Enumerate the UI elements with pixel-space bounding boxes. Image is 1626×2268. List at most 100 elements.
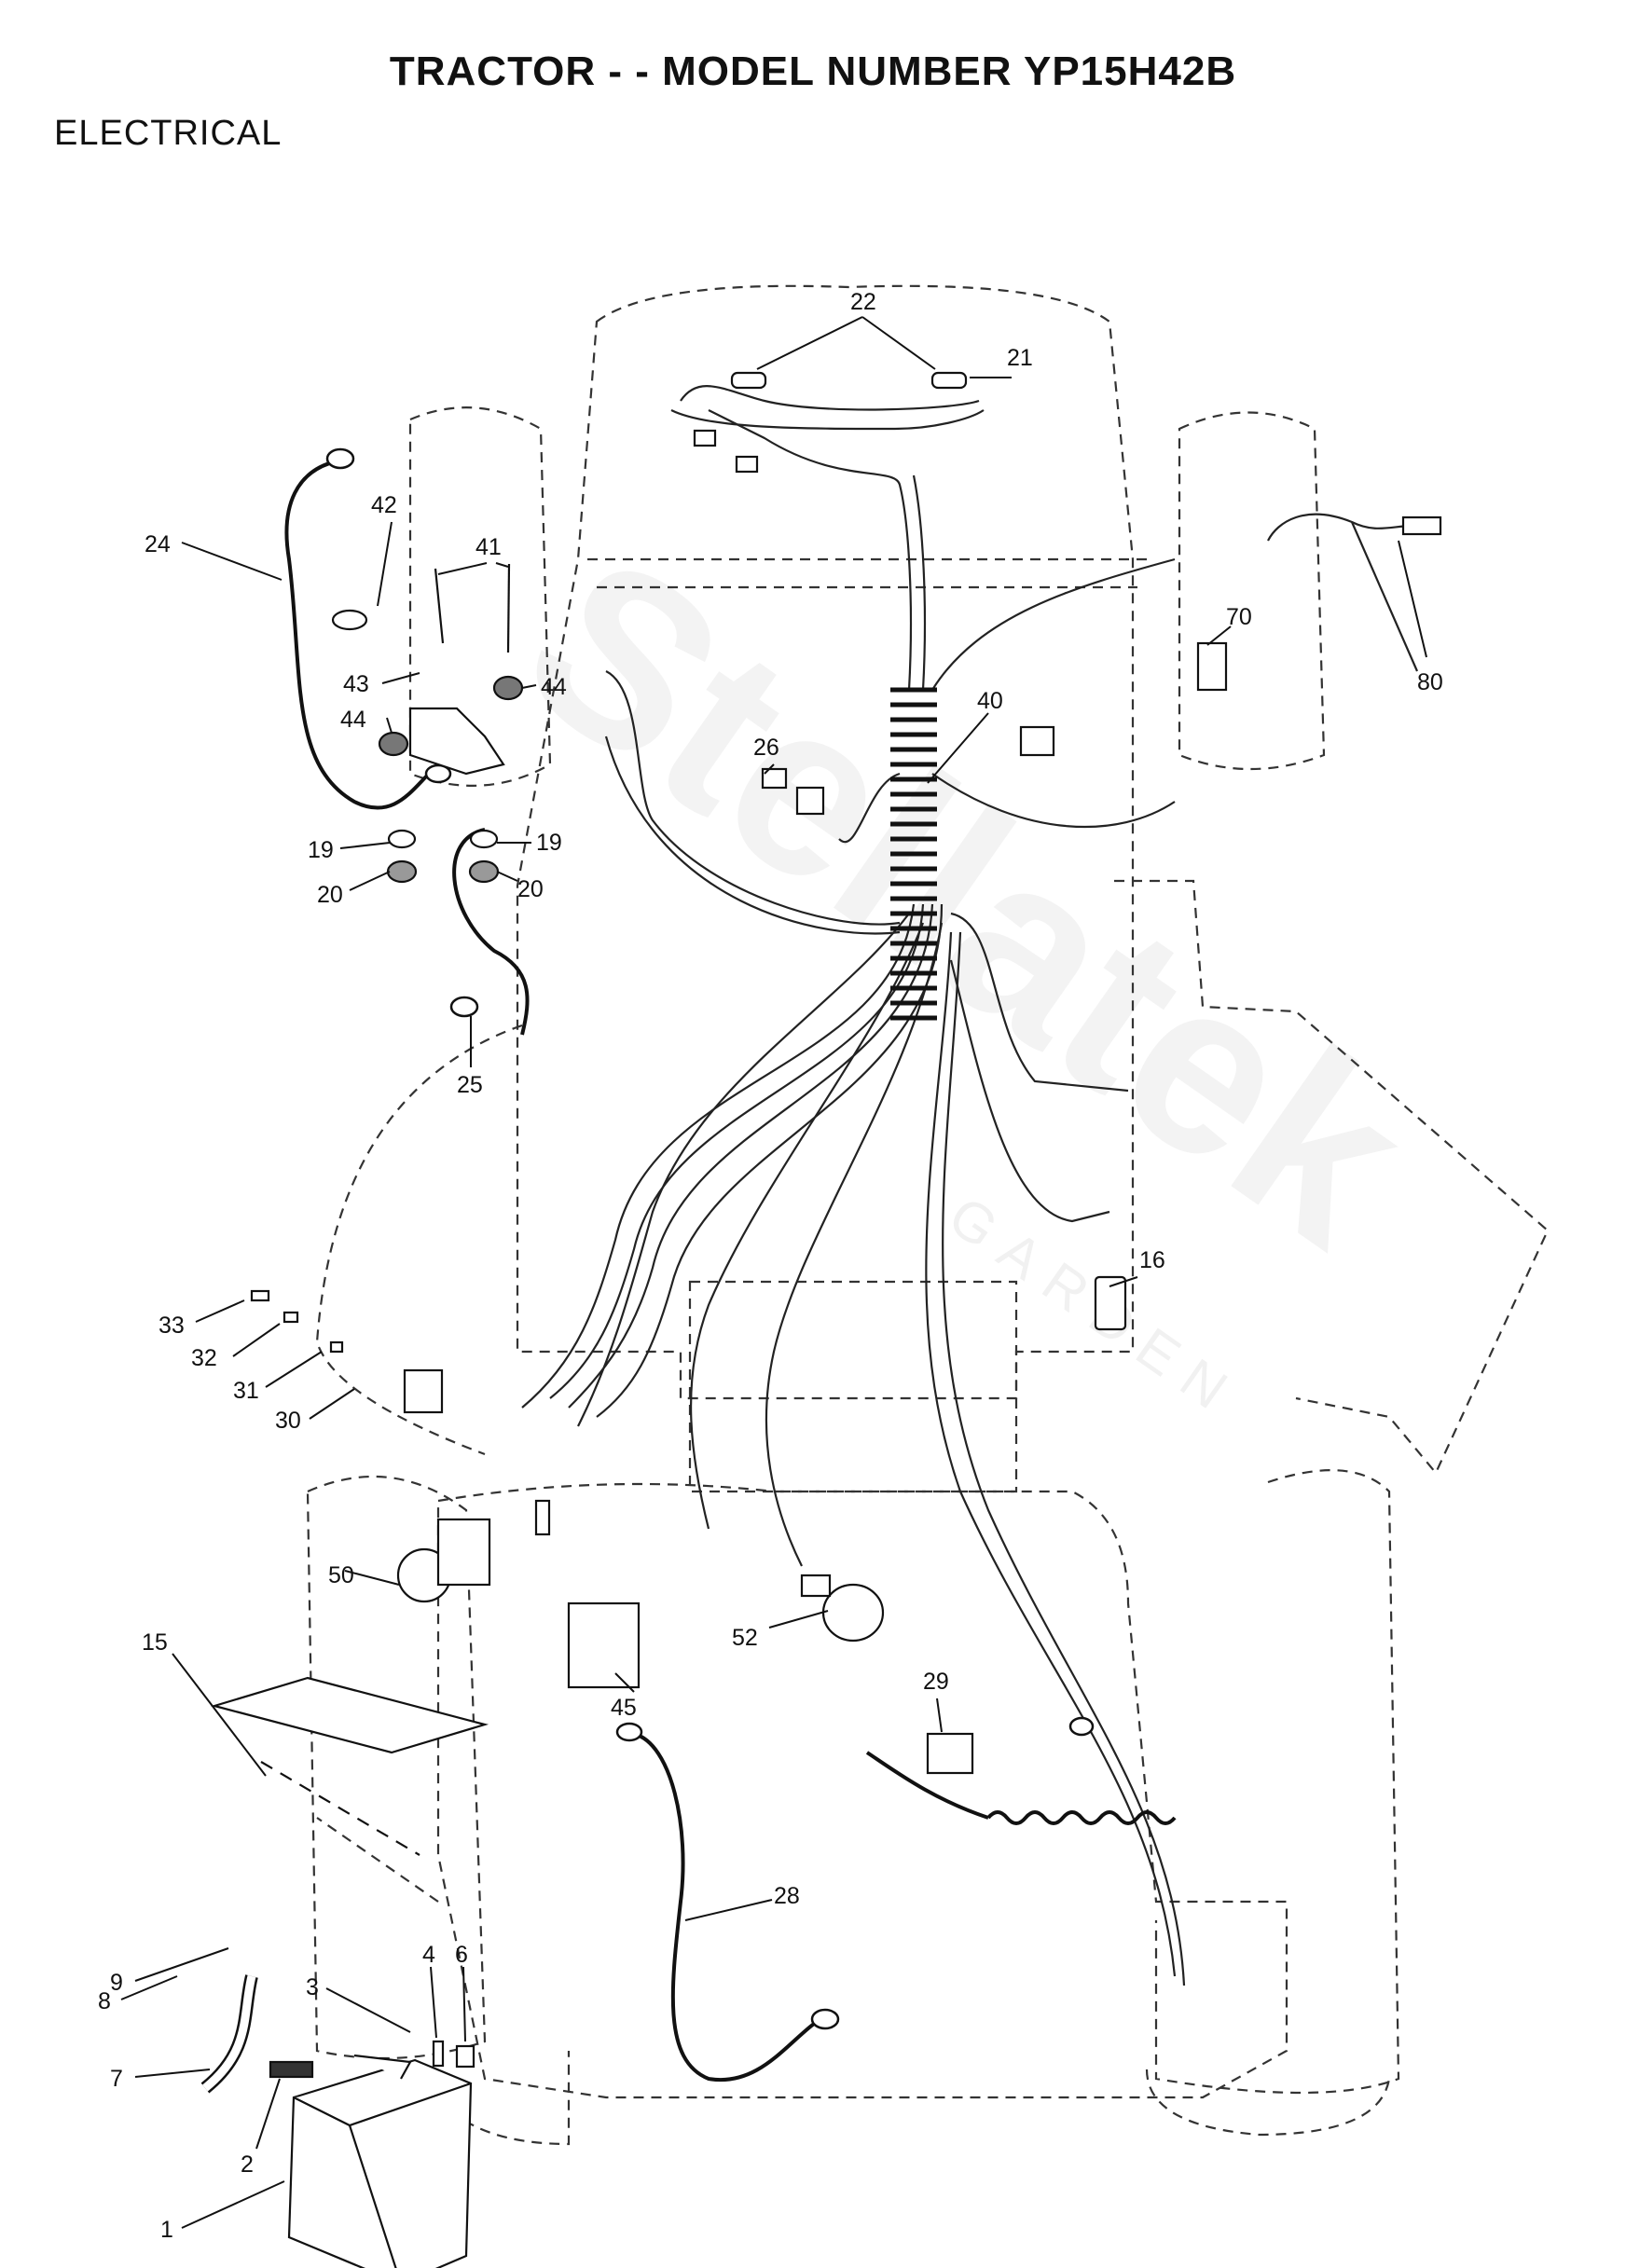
leader-43 xyxy=(381,672,420,684)
callout-33: 33 xyxy=(158,1313,185,1339)
harness-to-70 xyxy=(931,773,1176,829)
part-31 xyxy=(329,1340,344,1354)
leader-20a xyxy=(349,871,391,891)
callout-25: 25 xyxy=(457,1072,483,1098)
fuse-holder-right xyxy=(930,371,968,390)
leader-22b xyxy=(861,316,936,370)
terminal-25 xyxy=(449,996,479,1018)
connector-30 xyxy=(403,1368,444,1414)
harness-wire-4 xyxy=(596,903,944,1418)
harness-trunk-a xyxy=(708,409,913,691)
leader-44a xyxy=(386,717,393,734)
watermark: Stellatek GARDEN xyxy=(481,503,1454,1431)
callout-28: 28 xyxy=(774,1883,800,1909)
light-socket-52 xyxy=(800,1574,832,1598)
cables xyxy=(284,460,831,2082)
leader-2 xyxy=(255,2078,281,2150)
frame-rail-a xyxy=(316,1817,439,1903)
leader-6 xyxy=(462,1966,466,2042)
cable-25 xyxy=(452,828,530,1036)
leader-8 xyxy=(120,1975,178,2000)
leader-80 xyxy=(1398,540,1427,658)
callout-80: 80 xyxy=(1417,669,1443,695)
coil-wrap-ribs xyxy=(890,687,937,1021)
callout-24: 24 xyxy=(145,531,171,557)
harness-80-tail xyxy=(1350,521,1419,672)
watermark-brand: Stellatek xyxy=(481,503,1454,1298)
callout-44a: 44 xyxy=(340,707,366,733)
callout-50: 50 xyxy=(328,1562,354,1588)
leader-16 xyxy=(1109,1276,1138,1287)
grommet-44-right xyxy=(492,675,524,701)
callout-40: 40 xyxy=(977,688,1003,714)
harness-to-26 xyxy=(838,772,901,844)
callout-6: 6 xyxy=(455,1942,468,1968)
solenoid-43 xyxy=(408,707,505,776)
harness-upper-right xyxy=(931,557,1176,691)
coil-cord-tail xyxy=(865,1751,989,1820)
leader-7 xyxy=(134,2069,211,2078)
rod-15 xyxy=(260,1761,420,1856)
harness-left-branch-b xyxy=(604,735,901,935)
hood-outline xyxy=(516,284,1135,1400)
bolt-41-left xyxy=(434,568,445,644)
callout-44b: 44 xyxy=(541,674,567,700)
washer-19-right xyxy=(469,829,499,849)
harness-wire-1 xyxy=(521,903,916,1409)
fender-right xyxy=(1114,879,1550,1476)
leader-lines xyxy=(120,316,1427,2229)
leader-42 xyxy=(377,521,393,607)
leader-19a xyxy=(339,842,391,849)
leader-22a xyxy=(756,316,863,370)
strap-3 xyxy=(353,2054,412,2080)
bolt-41-right xyxy=(506,563,511,653)
leader-31 xyxy=(265,1351,323,1388)
callout-19a: 19 xyxy=(308,837,334,863)
leader-50 xyxy=(344,1570,400,1586)
rear-tire-bottom-left xyxy=(437,2051,571,2146)
cable-24 xyxy=(284,460,431,810)
ring-terminals xyxy=(325,447,1095,2030)
terminal-ground xyxy=(1068,1716,1095,1737)
leader-30 xyxy=(309,1388,355,1420)
leader-24 xyxy=(181,542,282,581)
callout-9: 9 xyxy=(110,1970,123,1996)
battery-edge xyxy=(348,2124,397,2268)
leader-45 xyxy=(614,1672,635,1693)
leader-41a xyxy=(437,562,488,575)
relay-16 xyxy=(1094,1275,1127,1331)
switch-29 xyxy=(926,1732,974,1775)
part-33 xyxy=(250,1289,270,1302)
coil-cord-loops xyxy=(986,1810,1177,1825)
leader-40 xyxy=(927,712,989,784)
callout-70: 70 xyxy=(1226,604,1252,630)
page-title: TRACTOR - - MODEL NUMBER YP15H42B xyxy=(389,48,1237,94)
harness-wire-9 xyxy=(942,931,1186,1986)
switch-70-base xyxy=(1019,725,1055,757)
callout-3: 3 xyxy=(306,1974,319,2000)
callout-1: 1 xyxy=(160,2217,173,2243)
harness-wire-5 xyxy=(577,913,910,1427)
callout-26: 26 xyxy=(753,735,779,761)
switch-70 xyxy=(1196,641,1228,692)
harness-to-16 xyxy=(949,959,1110,1223)
callout-42: 42 xyxy=(371,492,397,518)
leader-9 xyxy=(134,1947,229,1982)
connector-80 xyxy=(1401,515,1442,536)
harness-to-80 xyxy=(1267,513,1427,542)
harness-left-branch-a xyxy=(605,670,901,926)
callout-2: 2 xyxy=(241,2151,254,2178)
terminal-cap-6 xyxy=(455,2044,475,2069)
rear-fender-left xyxy=(315,1024,523,1456)
harness-right-branch xyxy=(950,912,1129,1093)
bolt-4 xyxy=(432,2040,445,2068)
connector-26-a xyxy=(761,767,788,790)
leader-20b xyxy=(496,871,518,882)
plate-42 xyxy=(331,609,368,631)
callout-22: 22 xyxy=(850,289,876,315)
washer-19-left xyxy=(387,829,417,849)
washer-20-right xyxy=(468,859,500,884)
terminal-28-top xyxy=(615,1722,643,1742)
